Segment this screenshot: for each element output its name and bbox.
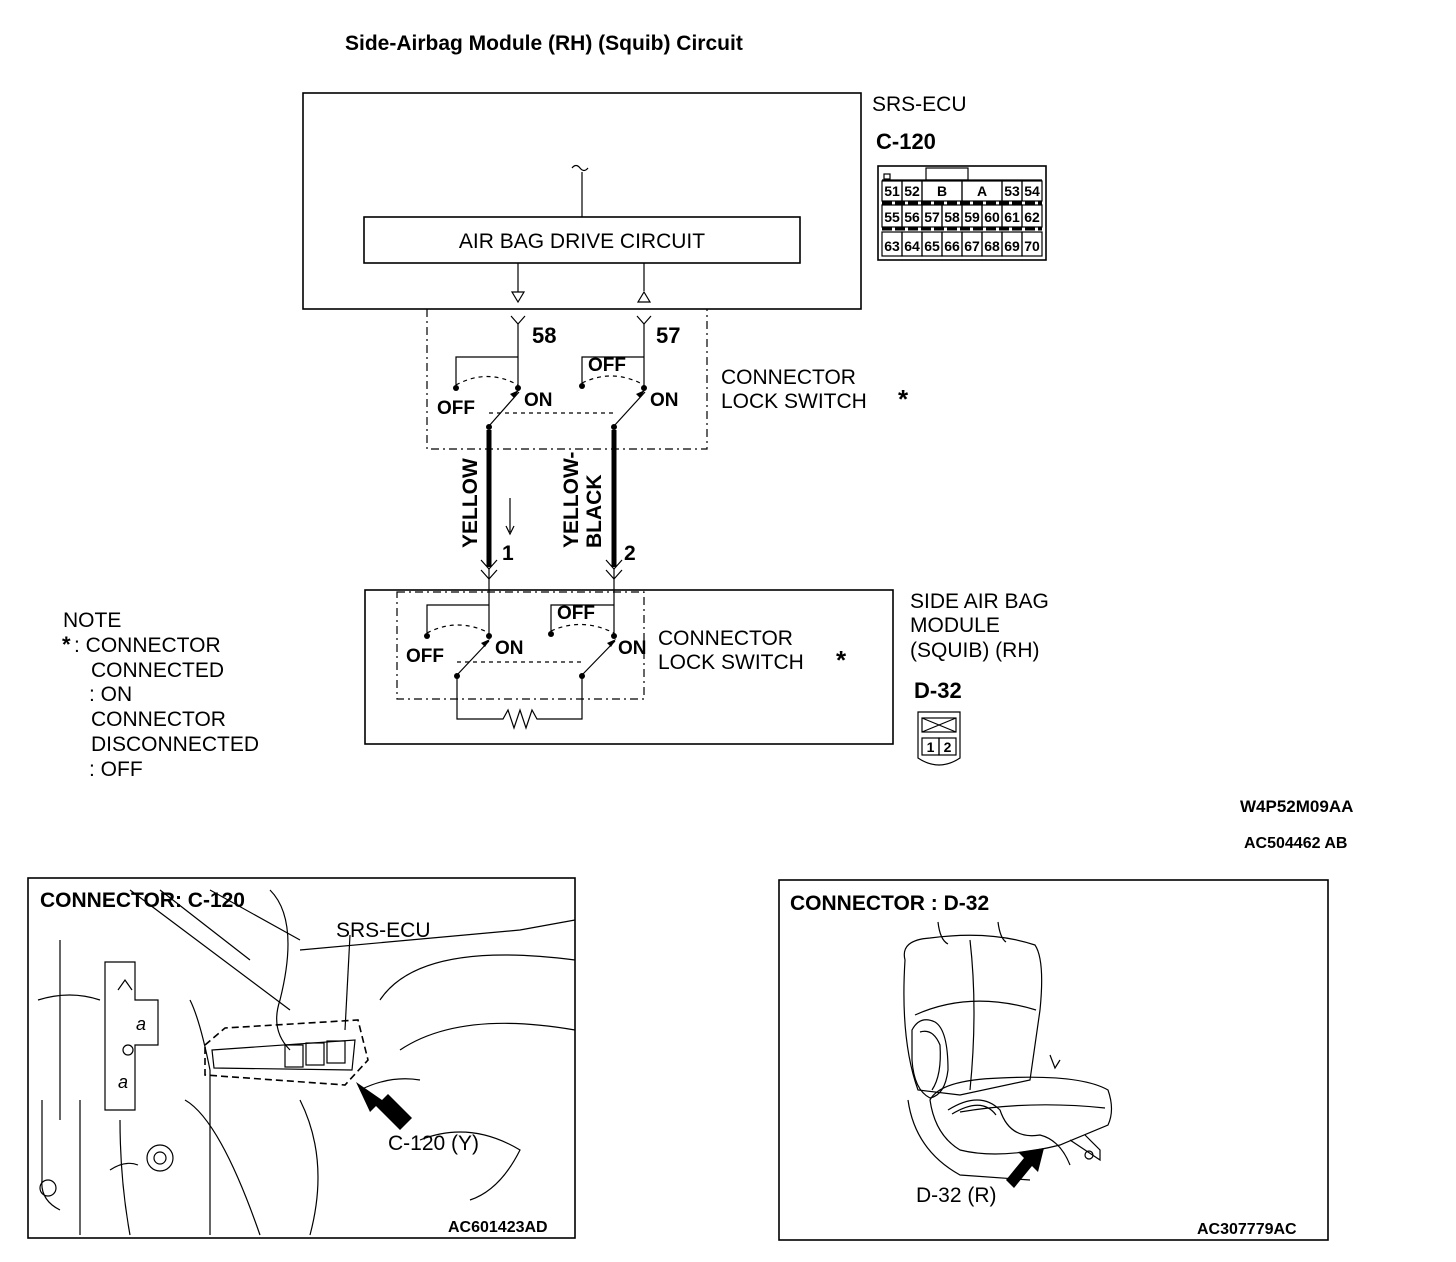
c120-pin-label: 55 [884, 209, 900, 225]
note-asterisk: * [62, 632, 71, 657]
output-arrow-icon [510, 291, 526, 304]
c120-pin-label: 65 [924, 238, 940, 254]
c120-pin-label: 66 [944, 238, 960, 254]
panel-c120-heading: CONNECTOR: C-120 [40, 889, 245, 912]
lower-right-off-label: OFF [557, 603, 595, 624]
c120-pin-label: 54 [1024, 183, 1040, 199]
upper-lock-switch-asterisk: * [898, 384, 909, 414]
note-line-6: : OFF [89, 758, 143, 781]
c120-pin-label: 67 [964, 238, 980, 254]
d32-connector-face: 1 2 [917, 711, 961, 766]
c120-pin-label: 69 [1004, 238, 1020, 254]
ecu-connector-id: C-120 [876, 129, 936, 154]
lower-left-off-label: OFF [406, 646, 444, 667]
c120-pin-label: 70 [1024, 238, 1040, 254]
c120-pin-label: 68 [984, 238, 1000, 254]
note-line-1: : CONNECTOR [74, 634, 221, 657]
diagram-code-2: AC504462 AB [1244, 835, 1347, 852]
panel-c120-code: AC601423AD [448, 1219, 548, 1236]
c120-pin-label: 61 [1004, 209, 1020, 225]
lower-left-on-label: ON [495, 638, 524, 659]
pin-57-label: 57 [656, 323, 680, 348]
ecu-name: SRS-ECU [872, 93, 967, 116]
seat-illustration [903, 921, 1113, 1188]
module-connector-id: D-32 [914, 678, 962, 703]
c120-pin-label: 58 [944, 209, 960, 225]
wire-1-color: YELLOW [459, 458, 482, 548]
upper-right-off-label: OFF [588, 355, 626, 376]
note-line-3: : ON [89, 683, 132, 706]
c120-pin-label: 53 [1004, 183, 1020, 199]
side-airbag-module-block: OFF ON OFF ON [364, 589, 894, 745]
side-airbag-module-box [364, 589, 894, 745]
lower-lock-switch-asterisk: * [836, 645, 847, 675]
upper-right-on-label: ON [650, 390, 679, 411]
panel-d32-connector-callout: D-32 (R) [916, 1184, 997, 1207]
note-heading: NOTE [63, 609, 121, 632]
note-line-5: DISCONNECTED [91, 733, 259, 756]
c120-pin-label: 60 [984, 209, 1000, 225]
c120-pin-label: 51 [884, 183, 900, 199]
panel-c120-location: a a [27, 877, 576, 1239]
harness-wires [480, 430, 623, 590]
panel-d32-heading: CONNECTOR : D-32 [790, 892, 989, 915]
module-name-2: MODULE [910, 614, 1000, 637]
diagram-code-1: W4P52M09AA [1240, 797, 1353, 816]
module-name-1: SIDE AIR BAG [910, 590, 1049, 613]
svg-text:a: a [118, 1072, 128, 1092]
upper-lock-switch-label-2: LOCK SWITCH [721, 390, 867, 413]
c120-pin-label: 52 [904, 183, 920, 199]
power-symbol-icon [571, 164, 589, 172]
upper-lock-switch-label-1: CONNECTOR [721, 366, 856, 389]
d32-pin-1: 1 [927, 739, 935, 755]
input-arrow-icon [636, 290, 652, 303]
squib-resistor-icon [456, 676, 583, 730]
wire-2-color-line2: BLACK [583, 475, 606, 549]
svg-text:a: a [136, 1014, 146, 1034]
pin-58-label: 58 [532, 323, 556, 348]
diagram-title: Side-Airbag Module (RH) (Squib) Circuit [345, 32, 743, 55]
panel-d32-location: CONNECTOR : D-32 D-32 (R) AC307779AC [778, 879, 1329, 1241]
dashboard-illustration: a a [37, 889, 576, 1236]
c120-pin-label: B [937, 183, 947, 199]
c120-cell [1021, 231, 1043, 257]
module-name-3: (SQUIB) (RH) [910, 639, 1040, 662]
c120-pin-label: 62 [1024, 209, 1040, 225]
d32-pin-2: 2 [944, 739, 952, 755]
srs-ecu-box [302, 92, 862, 310]
panel-c120-frame [27, 877, 576, 1239]
note-line-4: CONNECTOR [91, 708, 226, 731]
upper-left-off-label: OFF [437, 398, 475, 419]
c120-pin-label: A [977, 183, 987, 199]
upper-left-on-label: ON [524, 390, 553, 411]
lower-lock-switch-label-2: LOCK SWITCH [658, 651, 804, 674]
c120-cell [1021, 204, 1043, 228]
panel-d32-frame [778, 879, 1329, 1241]
upper-lock-switch: 58 57 OFF ON OFF ON [426, 309, 708, 450]
note-line-2: CONNECTED [91, 659, 224, 682]
panel-c120-connector-callout: C-120 (Y) [388, 1132, 479, 1155]
wire-1-terminal: 1 [502, 542, 514, 565]
drive-circuit-label: AIR BAG DRIVE CIRCUIT [459, 230, 705, 253]
wire-2-terminal: 2 [624, 542, 636, 565]
lower-lock-switch-label-1: CONNECTOR [658, 627, 793, 650]
srs-ecu-block: AIR BAG DRIVE CIRCUIT [302, 92, 862, 310]
panel-c120-ecu-callout: SRS-ECU [336, 919, 431, 942]
panel-d32-code: AC307779AC [1197, 1221, 1297, 1238]
c120-pin-label: 64 [904, 238, 920, 254]
c120-cell [1021, 180, 1043, 202]
wire-2-color-line1: YELLOW- [560, 452, 583, 548]
drive-circuit-box [363, 216, 801, 264]
c120-pin-label: 57 [924, 209, 940, 225]
c120-pin-label: 56 [904, 209, 920, 225]
note-block: NOTE * : CONNECTOR CONNECTED : ON CONNEC… [62, 609, 259, 781]
c120-pin-label: 59 [964, 209, 980, 225]
c120-pin-label: 63 [884, 238, 900, 254]
lower-right-on-label: ON [618, 638, 647, 659]
